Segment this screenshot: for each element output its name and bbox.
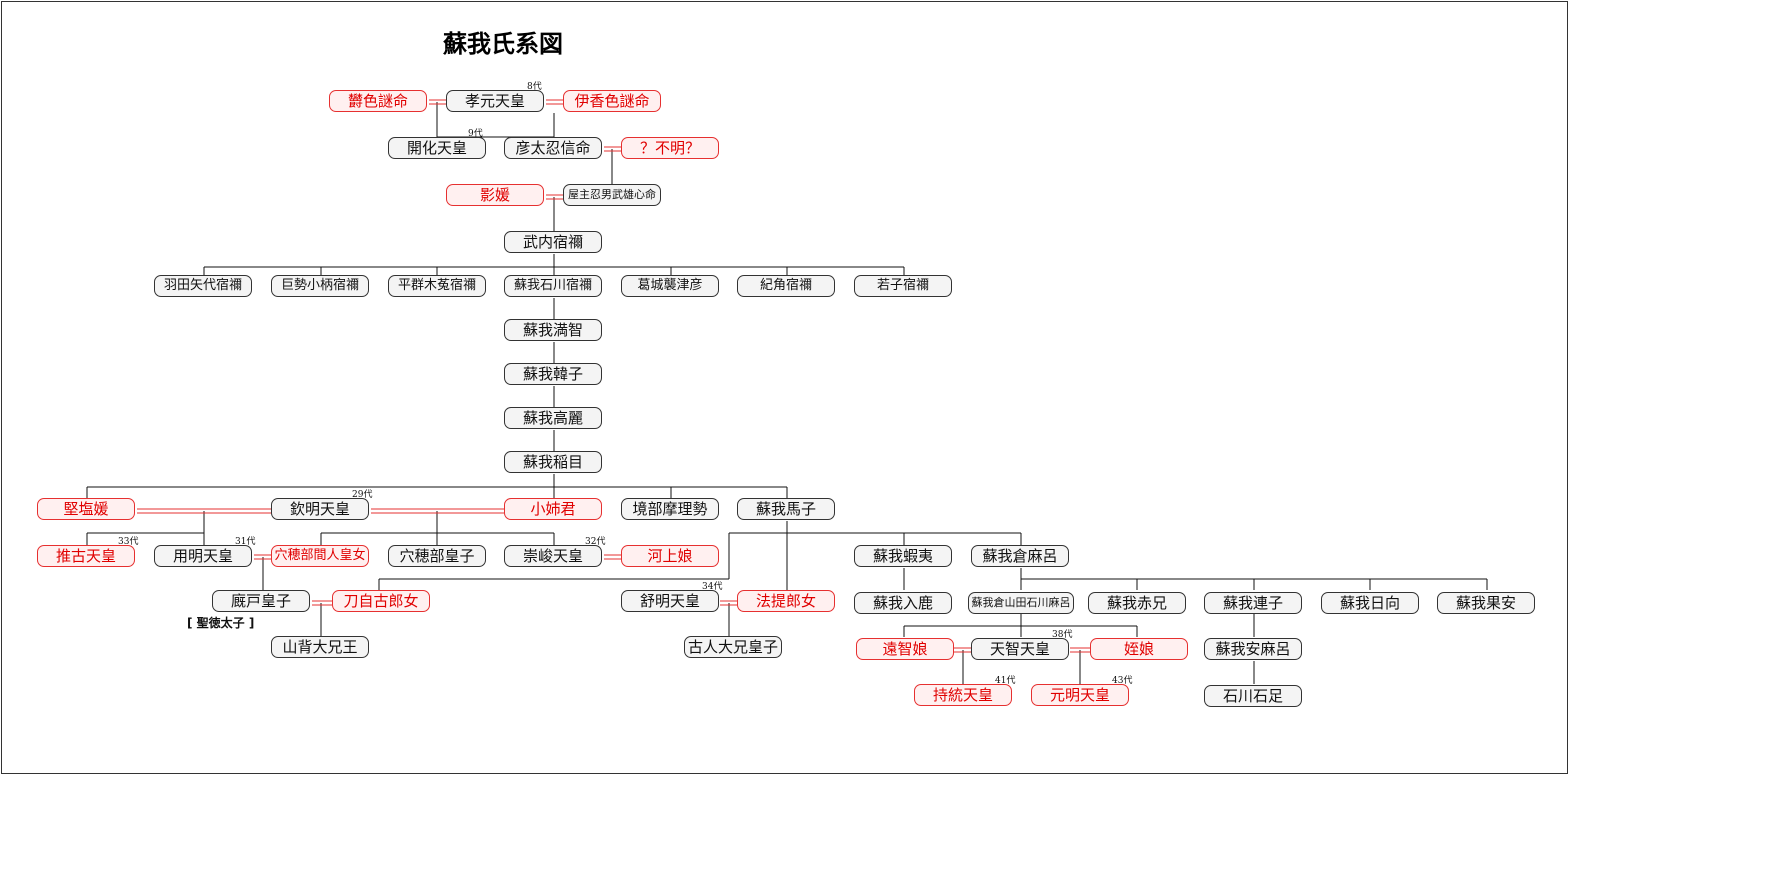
node-kogen: 孝元天皇	[446, 90, 544, 112]
generation-yomei: 31代	[235, 537, 256, 547]
node-jito: 持統天皇	[914, 684, 1012, 706]
node-kuramaro: 蘇我倉麻呂	[971, 545, 1069, 567]
node-jomei: 舒明天皇	[621, 590, 719, 612]
generation-sushun: 32代	[585, 537, 606, 547]
node-emishi: 蘇我蝦夷	[854, 545, 952, 567]
node-ochi: 遠智娘	[856, 638, 954, 660]
node-katsuragi: 葛城襲津彦	[621, 275, 719, 297]
node-ki: 紀角宿禰	[737, 275, 835, 297]
node-akae: 蘇我赤兄	[1088, 592, 1186, 614]
node-machi: 蘇我満智	[504, 319, 602, 341]
node-iname: 蘇我稲目	[504, 451, 602, 473]
node-kurayamada: 蘇我倉山田石川麻呂	[968, 592, 1074, 614]
node-hata: 羽田矢代宿禰	[154, 275, 252, 297]
node-tojiko: 刀自古郎女	[332, 590, 430, 612]
node-wakago: 若子宿禰	[854, 275, 952, 297]
generation-kogen: 8代	[527, 82, 542, 92]
node-hikofutsu: 彦太忍信命	[504, 137, 602, 159]
node-kawakami: 河上娘	[621, 545, 719, 567]
node-suiko: 推古天皇	[37, 545, 135, 567]
node-anahobe-hashihito: 穴穂部間人皇女	[271, 545, 369, 567]
node-fumei: ？不明？	[621, 137, 719, 159]
node-kagehime: 影媛	[446, 184, 544, 206]
node-sushun: 崇峻天皇	[504, 545, 602, 567]
node-anahobe-oji: 穴穂部皇子	[388, 545, 486, 567]
node-yanushi: 屋主忍男武雄心命	[563, 184, 661, 206]
generation-suiko: 33代	[118, 537, 139, 547]
node-takeuchi: 武内宿禰	[504, 231, 602, 253]
node-yomei: 用明天皇	[154, 545, 252, 567]
node-genmei: 元明天皇	[1031, 684, 1129, 706]
node-ikagashikome: 伊香色謎命	[563, 90, 661, 112]
node-kose: 巨勢小柄宿禰	[271, 275, 369, 297]
generation-jomei: 34代	[702, 582, 723, 592]
node-yasumaro: 蘇我安麻呂	[1204, 638, 1302, 660]
node-yamashiro: 山背大兄王	[271, 636, 369, 658]
node-kaika: 開化天皇	[388, 137, 486, 159]
node-umako: 蘇我馬子	[737, 498, 835, 520]
node-sakaibe: 境部摩理勢	[621, 498, 719, 520]
node-kitashihime: 堅塩媛	[37, 498, 135, 520]
diagram-frame	[1, 1, 1568, 774]
node-karako: 蘇我韓子	[504, 363, 602, 385]
generation-genmei: 43代	[1112, 676, 1133, 686]
generation-kaika: 9代	[468, 129, 483, 139]
node-murajiko: 蘇我連子	[1204, 592, 1302, 614]
node-heguri: 平群木菟宿禰	[388, 275, 486, 297]
generation-jito: 41代	[995, 676, 1016, 686]
node-azokoshikome: 欝色謎命	[329, 90, 427, 112]
node-hoteno: 法提郎女	[737, 590, 835, 612]
node-koma: 蘇我高麗	[504, 407, 602, 429]
node-umayado: 廐戸皇子	[212, 590, 310, 612]
node-iruka: 蘇我入鹿	[854, 592, 952, 614]
node-mei: 姪娘	[1090, 638, 1188, 660]
node-himuka: 蘇我日向	[1321, 592, 1419, 614]
node-tenji: 天智天皇	[971, 638, 1069, 660]
node-kinmei: 欽明天皇	[271, 498, 369, 520]
node-soga-ishikawa: 蘇我石川宿禰	[504, 275, 602, 297]
node-ishikawa-ishitari: 石川石足	[1204, 685, 1302, 707]
shotoku-note: [ 聖徳太子 ]	[187, 616, 255, 630]
page-title: 蘇我氏系図	[443, 30, 563, 58]
node-hatayasu: 蘇我果安	[1437, 592, 1535, 614]
generation-kinmei: 29代	[352, 490, 373, 500]
node-furuhito: 古人大兄皇子	[684, 636, 782, 658]
node-oane: 小姉君	[504, 498, 602, 520]
generation-tenji: 38代	[1052, 630, 1073, 640]
